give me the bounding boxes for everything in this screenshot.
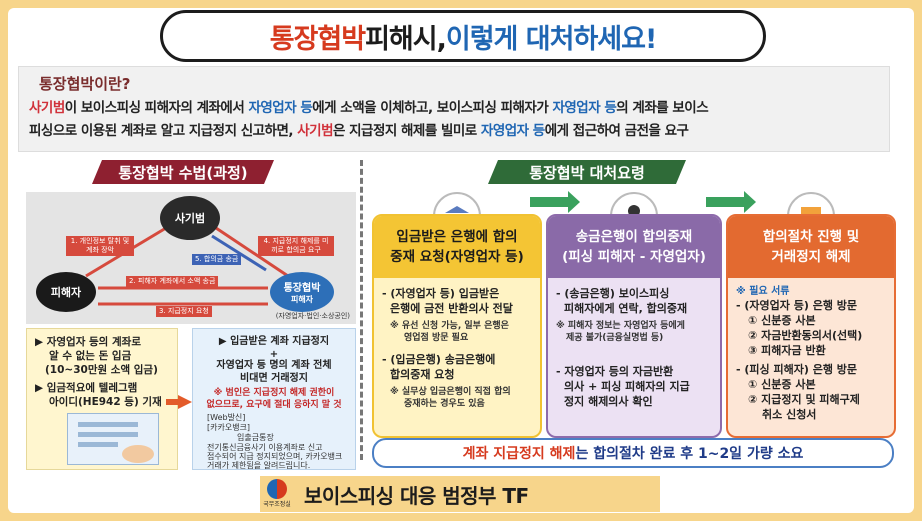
government-logo: 국무조정실 <box>260 479 294 509</box>
page-title: 통장협박 피해시, 이렇게 대처하세요! <box>160 10 766 62</box>
flow-arrow-shaft <box>166 399 178 405</box>
step-1-label: 1. 개인정보 탈취 및 계좌 장악 <box>66 236 134 256</box>
step-4-label: 4. 지급정지 해제를 미끼로 합의금 요구 <box>258 236 334 256</box>
account-freeze-panel: ▶ 입금받은 계좌 지급정지 + 자영업자 등 명의 계좌 전체 비대면 거래정… <box>192 328 356 470</box>
diagram-footnote: (자영업자·법인·소상공인) <box>275 312 350 320</box>
step-2-heading: 송금은행이 합의중재(피싱 피해자 - 자영업자) <box>548 216 720 278</box>
definition-heading: 통장협박이란? <box>39 75 131 93</box>
scam-process-diagram: 사기범 피해자 통장협박 피해자 1. 개인정보 탈취 및 계좌 장악 4. 지… <box>26 192 356 324</box>
hand-icon <box>78 422 154 463</box>
definition-text: 사기범이 보이스피싱 피해자의 계좌에서 자영업자 등에게 소액을 이체하고, … <box>29 100 709 139</box>
business-victim-icon: 통장협박 피해자 <box>270 272 334 312</box>
step-3-label: 3. 지급정지 요청 <box>156 306 212 317</box>
signs-panel: ▶ 자영업자 등의 계좌로 알 수 없는 돈 입금 (10~30만원 소액 입금… <box>26 328 178 470</box>
victim-icon: 피해자 <box>36 272 96 312</box>
footer-title: 보이스피싱 대응 범정부 TF <box>304 483 529 508</box>
step-2-card: 송금은행이 합의중재(피싱 피해자 - 자영업자) - (송금은행) 보이스피싱… <box>546 214 722 438</box>
flow-arrow-icon <box>178 395 192 409</box>
step-arrow-1-icon <box>530 191 580 213</box>
step-5-label: 5. 합의금 송금 <box>192 254 242 265</box>
section-divider <box>360 160 363 460</box>
step-2-label: 2. 피해자 계좌에서 소액 송금 <box>126 276 219 287</box>
definition-box: 통장협박이란? 사기범이 보이스피싱 피해자의 계좌에서 자영업자 등에게 소액… <box>18 66 890 152</box>
phone-screen-icon <box>67 413 159 465</box>
step-arrow-2-icon <box>706 191 756 213</box>
warning-text: ※ 범인은 지급정지 해제 권한이 <box>213 388 335 398</box>
method-banner: 통장협박 수법(과정) <box>92 160 274 184</box>
diagram-arrows <box>85 226 289 306</box>
thief-icon: 사기범 <box>160 196 220 240</box>
response-banner: 통장협박 대처요령 <box>488 160 686 184</box>
footer: 국무조정실 보이스피싱 대응 범정부 TF <box>260 476 660 512</box>
taegeuk-icon <box>267 479 287 499</box>
